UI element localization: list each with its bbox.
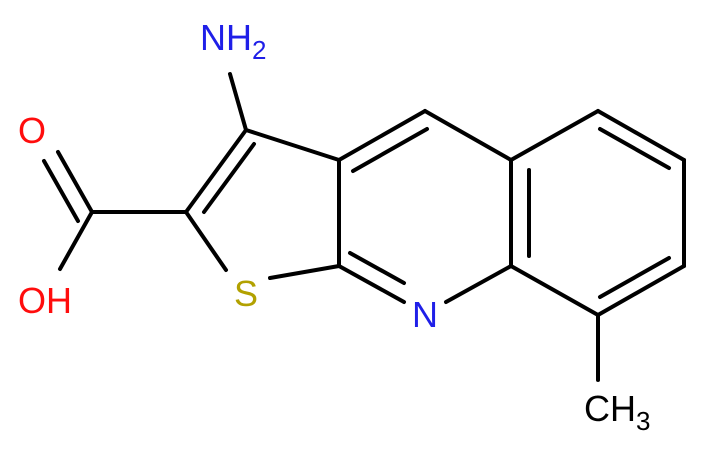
bond-c-o-double-2	[42, 159, 80, 223]
bond-c8-c8a	[509, 264, 600, 317]
bond-c5-c6-inner	[598, 127, 671, 170]
bond-c7-c8	[596, 264, 686, 317]
amino-group-label: NH2	[200, 17, 266, 65]
bond-c3a-c4-inner	[351, 127, 429, 173]
carbonyl-oxygen-label: O	[18, 110, 46, 151]
bonds	[42, 72, 686, 382]
bond-c3-c3a	[244, 128, 341, 162]
bond-c2-s	[184, 210, 228, 272]
bond-c7a-n	[337, 264, 406, 304]
hydroxyl-label: OH	[18, 280, 72, 321]
bond-c2-c3-inner	[202, 142, 256, 214]
ring-nitrogen-label: N	[412, 294, 438, 335]
bond-c-o-double-1	[56, 150, 94, 214]
bond-c7a-n-inner	[348, 251, 406, 285]
methyl-group-label: CH3	[584, 388, 650, 436]
bond-c3-nh2	[228, 72, 248, 132]
bond-s-c7a	[268, 264, 341, 280]
bond-c4-c4a	[423, 109, 513, 162]
atom-labels: NH2 O OH S N CH3	[18, 17, 650, 436]
bond-n-c8a	[444, 264, 513, 304]
sulfur-atom-label: S	[234, 273, 258, 314]
bond-c7-c8-inner	[598, 256, 671, 299]
bond-c-oh	[58, 210, 94, 271]
bond-c3a-c4	[337, 109, 427, 162]
bond-c4a-c5	[509, 109, 600, 162]
bond-c5-c6	[596, 109, 686, 162]
bond-c2-c3	[184, 128, 248, 214]
